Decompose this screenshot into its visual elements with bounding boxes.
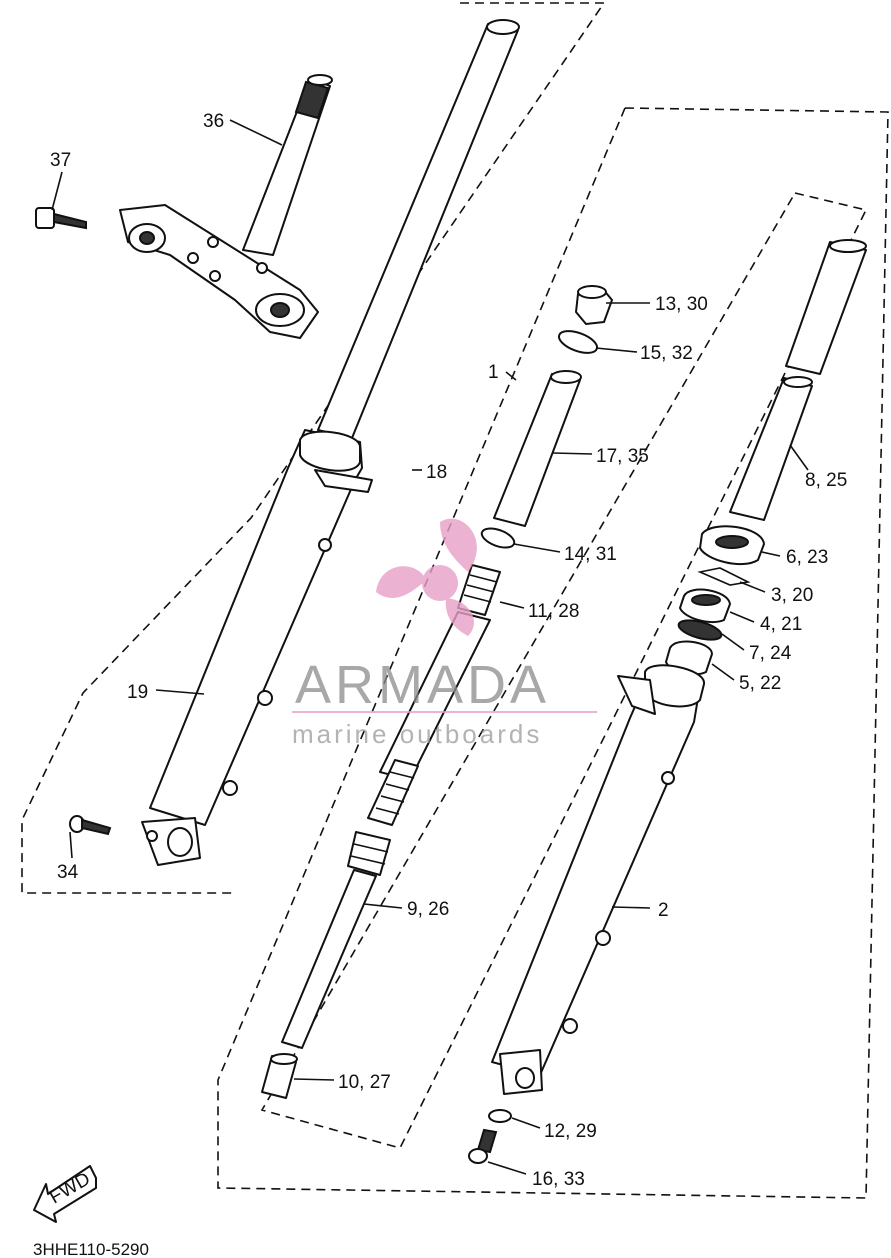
label-13-30: 13, 30 (655, 294, 708, 315)
label-34: 34 (57, 862, 79, 883)
washer-part-14 (480, 527, 516, 549)
watermark-brand: ARMADA (295, 655, 550, 715)
label-17-35: 17, 35 (596, 446, 649, 467)
label-9-26: 9, 26 (407, 899, 449, 920)
spacer-part-17 (493, 370, 582, 527)
gasket-part-12 (488, 1109, 512, 1123)
oil-seal-part-6 (699, 525, 765, 565)
label-11-28: 11, 28 (528, 601, 579, 622)
drawing-code: 3HHE110-5290 (33, 1240, 149, 1258)
label-5-22: 5, 22 (739, 673, 781, 694)
damper-rod-part-9 (281, 831, 391, 1049)
bolt-part-16 (468, 1128, 498, 1164)
group-outline-19 (21, 2, 606, 894)
outer-tube-part-19 (141, 429, 373, 866)
armada-logo (376, 518, 477, 636)
clip-part-3 (697, 567, 751, 586)
cap-bolt-part-13 (575, 285, 613, 325)
label-7-24: 7, 24 (749, 643, 792, 664)
label-15-32: 15, 32 (640, 343, 693, 364)
oil-seal-part-4 (679, 588, 731, 624)
group-outline-2 (217, 107, 889, 1199)
label-6-23: 6, 23 (786, 547, 828, 568)
spring-coil-part (367, 759, 419, 826)
label-16-33: 16, 33 (532, 1169, 585, 1190)
rod-seat-part-10 (261, 1053, 298, 1099)
label-2: 2 (658, 900, 669, 921)
o-ring-part-15 (557, 330, 599, 354)
label-36: 36 (203, 111, 224, 132)
label-3-20: 3, 20 (771, 585, 813, 606)
label-10-27: 10, 27 (338, 1072, 391, 1093)
watermark-tagline: marine outboards (292, 719, 542, 749)
label-14-31: 14, 31 (564, 544, 617, 565)
steering-stem-part (242, 74, 333, 256)
group-outline-1 (260, 192, 868, 1149)
label-4-21: 4, 21 (760, 614, 802, 635)
label-37: 37 (50, 150, 71, 171)
under-bracket-part (119, 204, 319, 339)
bolt-part-34 (69, 815, 112, 836)
bolt-part-37 (35, 207, 87, 230)
inner-tube-part-8 (729, 239, 867, 521)
leader-lines (51, 119, 809, 1175)
label-18: 18 (426, 462, 447, 483)
label-1: 1 (488, 362, 499, 383)
label-19: 19 (127, 682, 148, 703)
washer-part-7 (677, 619, 723, 641)
fwd-arrow-icon: FWD (33, 1165, 97, 1223)
label-12-29: 12, 29 (544, 1121, 597, 1142)
label-8-25: 8, 25 (805, 470, 847, 491)
outer-tube-part-2 (491, 664, 705, 1095)
